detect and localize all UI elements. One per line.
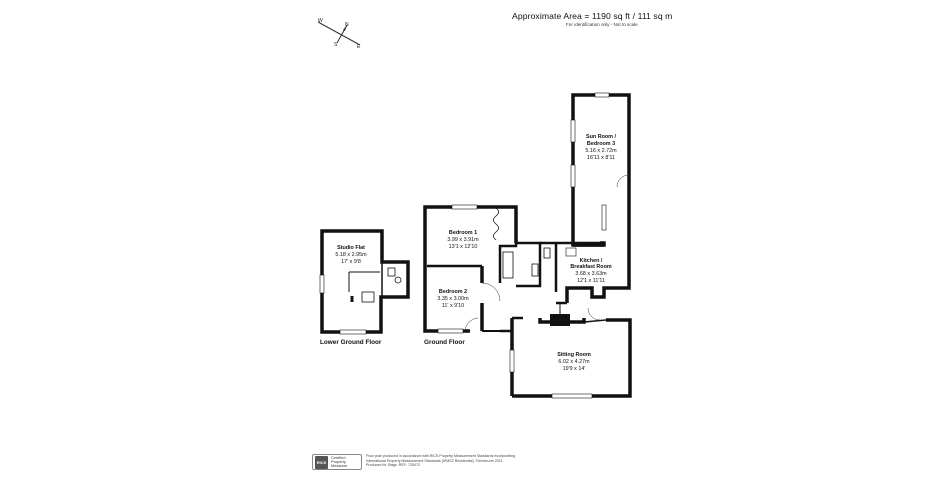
bedroom2-imperial: 11' x 9'10: [442, 303, 464, 309]
rics-badge: RICS Certified Property Measurer: [312, 454, 362, 470]
kitchen-name-1: Kitchen /: [580, 258, 603, 264]
rics-line3: Measurer: [331, 463, 348, 469]
sun-room-metric: 5.16 x 2.72m: [585, 148, 617, 154]
studio-flat-metric: 5.18 x 2.95m: [335, 252, 367, 258]
compass-rose: W N S E: [317, 18, 361, 50]
kitchen-metric: 3.68 x 3.63m: [575, 271, 607, 277]
approximate-area-title: Approximate Area = 1190 sq ft / 111 sq m: [512, 11, 673, 21]
sun-room-kitchen-walls: [556, 93, 631, 305]
bedroom2-metric: 3.35 x 3.00m: [437, 296, 469, 302]
bedroom-walls: [423, 205, 518, 333]
rics-logo: RICS: [315, 455, 328, 469]
studio-flat-windows: [319, 274, 367, 335]
rics-line2: Property: [331, 458, 346, 464]
compass-w: W: [318, 18, 323, 24]
scale-note: For identification only - Not to scale: [566, 22, 638, 27]
bedroom1-imperial: 13'1 x 12'10: [449, 244, 478, 250]
compass-n: N: [345, 22, 349, 28]
ground-floor-label: Ground Floor: [424, 339, 465, 346]
rics-line1: Certified: [331, 454, 346, 460]
bedroom1-metric: 3.99 x 3.91m: [447, 237, 479, 243]
kitchen-name-2: Breakfast Room: [570, 264, 612, 270]
studio-flat-name: Studio Flat: [337, 245, 365, 251]
studio-flat-walls: [320, 229, 410, 334]
sitting-room-imperial: 19'9 x 14': [563, 366, 586, 372]
sitting-room-name: Sitting Room: [557, 352, 591, 358]
sun-room-name-2: Bedroom 3: [587, 141, 615, 147]
lower-ground-floor-label: Lower Ground Floor: [320, 339, 382, 346]
kitchen-imperial: 12'1 x 11'11: [577, 278, 605, 284]
bedroom1-name: Bedroom 1: [449, 230, 477, 236]
sun-room-imperial: 16'11 x 8'11: [587, 155, 615, 161]
sun-room-windows: [570, 92, 610, 231]
footer-line2: International Property Measurement Stand…: [366, 458, 504, 463]
compass-e: E: [357, 44, 361, 50]
bedroom2-name: Bedroom 2: [439, 289, 467, 295]
compass-s: S: [334, 42, 338, 48]
fireplace: [550, 314, 570, 326]
sitting-room-windows: [509, 349, 593, 399]
footer-line1: Floor plan produced in accordance with R…: [366, 454, 516, 458]
bedroom-windows: [437, 204, 478, 334]
footer-note: Floor plan produced in accordance with R…: [366, 454, 551, 468]
rics-text: Certified Property Measurer: [331, 454, 348, 469]
studio-flat-imperial: 17' x 9'8: [341, 259, 361, 265]
sun-room-name-1: Sun Room /: [586, 134, 616, 140]
footer-line3: Produced for Stags. REF: 735472: [366, 463, 420, 468]
sitting-room-metric: 6.02 x 4.27m: [558, 359, 590, 365]
